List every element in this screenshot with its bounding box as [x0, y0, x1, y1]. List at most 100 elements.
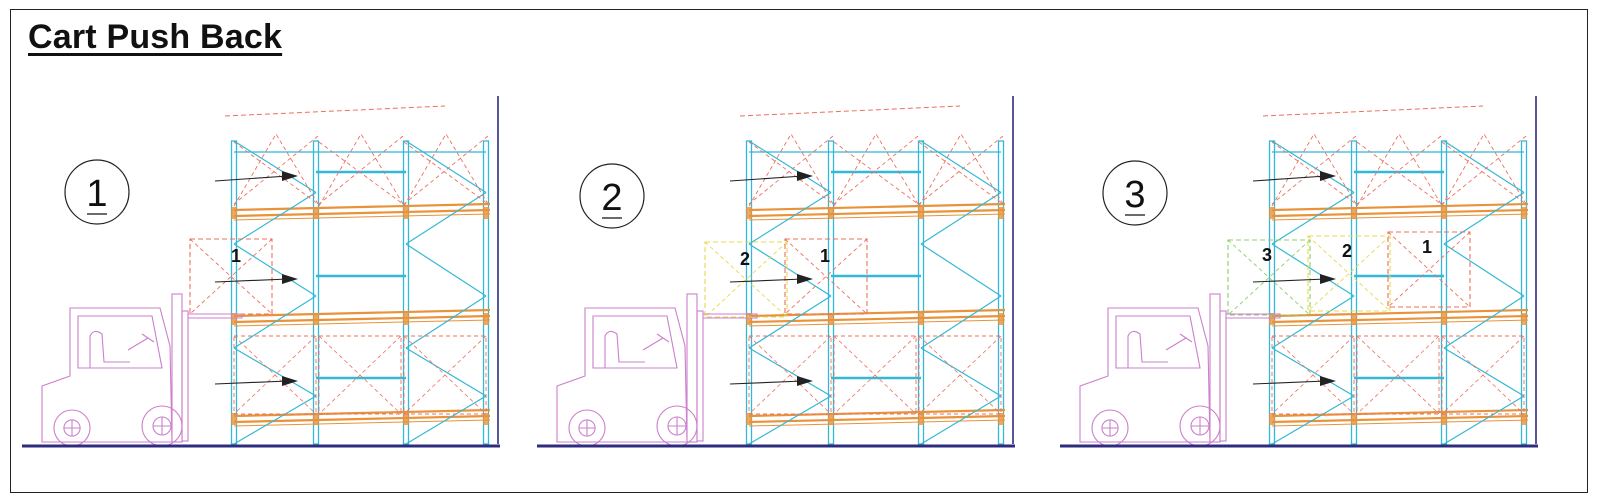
beam-connector: [828, 413, 834, 425]
push-arrow-head: [797, 274, 813, 284]
rack-brace: [233, 243, 317, 297]
rack-upright: [827, 140, 835, 445]
cart-stack: [704, 238, 868, 318]
forklift-hub-cross: [1191, 417, 1209, 435]
rack-brace: [920, 243, 1002, 297]
rack-upright: [312, 140, 320, 445]
beam-connector: [1441, 207, 1447, 219]
forklift-hub-cross: [1101, 419, 1119, 437]
rack-beam: [748, 419, 1006, 427]
beam-connector: [998, 207, 1004, 219]
beam-connector: [1269, 413, 1275, 425]
ghost-cart-bottom: [918, 335, 1002, 415]
cart-label-2: 2: [1342, 241, 1352, 261]
beam-connector: [1351, 313, 1357, 325]
forklift-body: [556, 307, 688, 443]
rack-brace: [748, 295, 832, 349]
rack-brace: [1271, 395, 1355, 445]
cart-1-diag: [189, 238, 273, 315]
beam-connector: [1441, 313, 1447, 325]
rack-beam: [748, 408, 1006, 418]
ghost-carts: [739, 105, 1004, 415]
rack-brace: [233, 140, 317, 194]
rack-upright: [1440, 140, 1448, 445]
push-arrow-line: [1252, 175, 1327, 182]
cart-stack: [1227, 231, 1471, 316]
push-arrow-head: [1320, 376, 1336, 386]
ghost-top-line: [224, 105, 446, 117]
rack-brace: [920, 395, 1002, 445]
cart-1-diag: [1387, 231, 1471, 308]
cart-label-1: 1: [820, 246, 830, 266]
step-number: 3: [1124, 174, 1145, 216]
beam-connector: [483, 207, 489, 219]
cart-label-1: 1: [1422, 237, 1432, 257]
forklift-carriage: [181, 310, 189, 442]
rack-upright: [745, 140, 753, 445]
rack-beam: [233, 213, 491, 221]
diagram-title: Cart Push Back: [28, 18, 283, 56]
rack-brace: [1271, 243, 1355, 297]
rack-brace: [405, 295, 487, 349]
beam-connector: [1269, 207, 1275, 219]
rack-beam: [748, 308, 1006, 318]
rack-beam: [233, 419, 491, 427]
ghost-cart-top: [318, 133, 404, 207]
beam-connector: [483, 313, 489, 325]
rack-brace: [1443, 140, 1525, 194]
rack-beam: [1271, 308, 1529, 318]
rack-beam: [748, 208, 1006, 218]
rack-brace: [920, 347, 1002, 397]
rack-brace: [920, 191, 1002, 245]
rack-beam: [1271, 213, 1529, 221]
panel-3-svg: 3 3 2 1: [1060, 96, 1538, 448]
forklift-hub-cross: [578, 419, 596, 437]
forklift-seat: [1127, 330, 1168, 368]
forklift-icon: [1079, 293, 1281, 447]
rack-brace: [920, 140, 1002, 194]
forklift-seat: [604, 330, 645, 368]
rack-brace: [748, 243, 832, 297]
ghost-cart-diag: [833, 335, 917, 415]
rack-beam: [1271, 408, 1529, 418]
beam-connector: [918, 313, 924, 325]
ghost-cart-bottom: [1356, 335, 1440, 415]
rack-brace: [920, 295, 1002, 349]
rack-brace: [1443, 243, 1525, 297]
ghost-cart-top: [748, 133, 834, 207]
beam-connector: [231, 207, 237, 219]
beam-connector: [746, 207, 752, 219]
rack-beam: [233, 308, 491, 318]
ghost-cart-diag: [1356, 335, 1440, 415]
step-marker: 3: [1102, 160, 1168, 226]
beam-connector: [1351, 207, 1357, 219]
ghost-cart-diag: [403, 335, 487, 415]
ghost-cart-top: [833, 133, 919, 207]
rack-upright: [402, 140, 410, 445]
push-arrows: [729, 171, 813, 386]
rack-brace: [405, 243, 487, 297]
beam-connector: [483, 413, 489, 425]
rack-brace: [1271, 191, 1355, 245]
cart-3: [1227, 239, 1311, 316]
ghost-cart-bottom: [318, 335, 402, 415]
rack-beam: [1271, 419, 1529, 427]
forklift-steering: [1165, 333, 1193, 351]
beam-connector: [231, 413, 237, 425]
rack-beam: [748, 414, 1006, 424]
ghost-cart-top: [1356, 133, 1442, 207]
rack-brace: [1271, 347, 1355, 397]
cart-2-diag: [704, 241, 788, 318]
cart-label-2: 2: [740, 249, 750, 269]
beam-connector: [1521, 313, 1527, 325]
forklift-body: [41, 307, 173, 443]
beam-connector: [1351, 413, 1357, 425]
cart-2: [704, 241, 788, 318]
cart-labels: 1: [231, 246, 241, 266]
step-number: 1: [86, 173, 107, 215]
forklift-cabin: [1115, 315, 1201, 369]
ghost-cart-bottom: [233, 335, 317, 415]
push-arrow-head: [1320, 274, 1336, 284]
push-arrow-head: [282, 171, 298, 181]
cart-labels: 2 1: [740, 246, 830, 269]
